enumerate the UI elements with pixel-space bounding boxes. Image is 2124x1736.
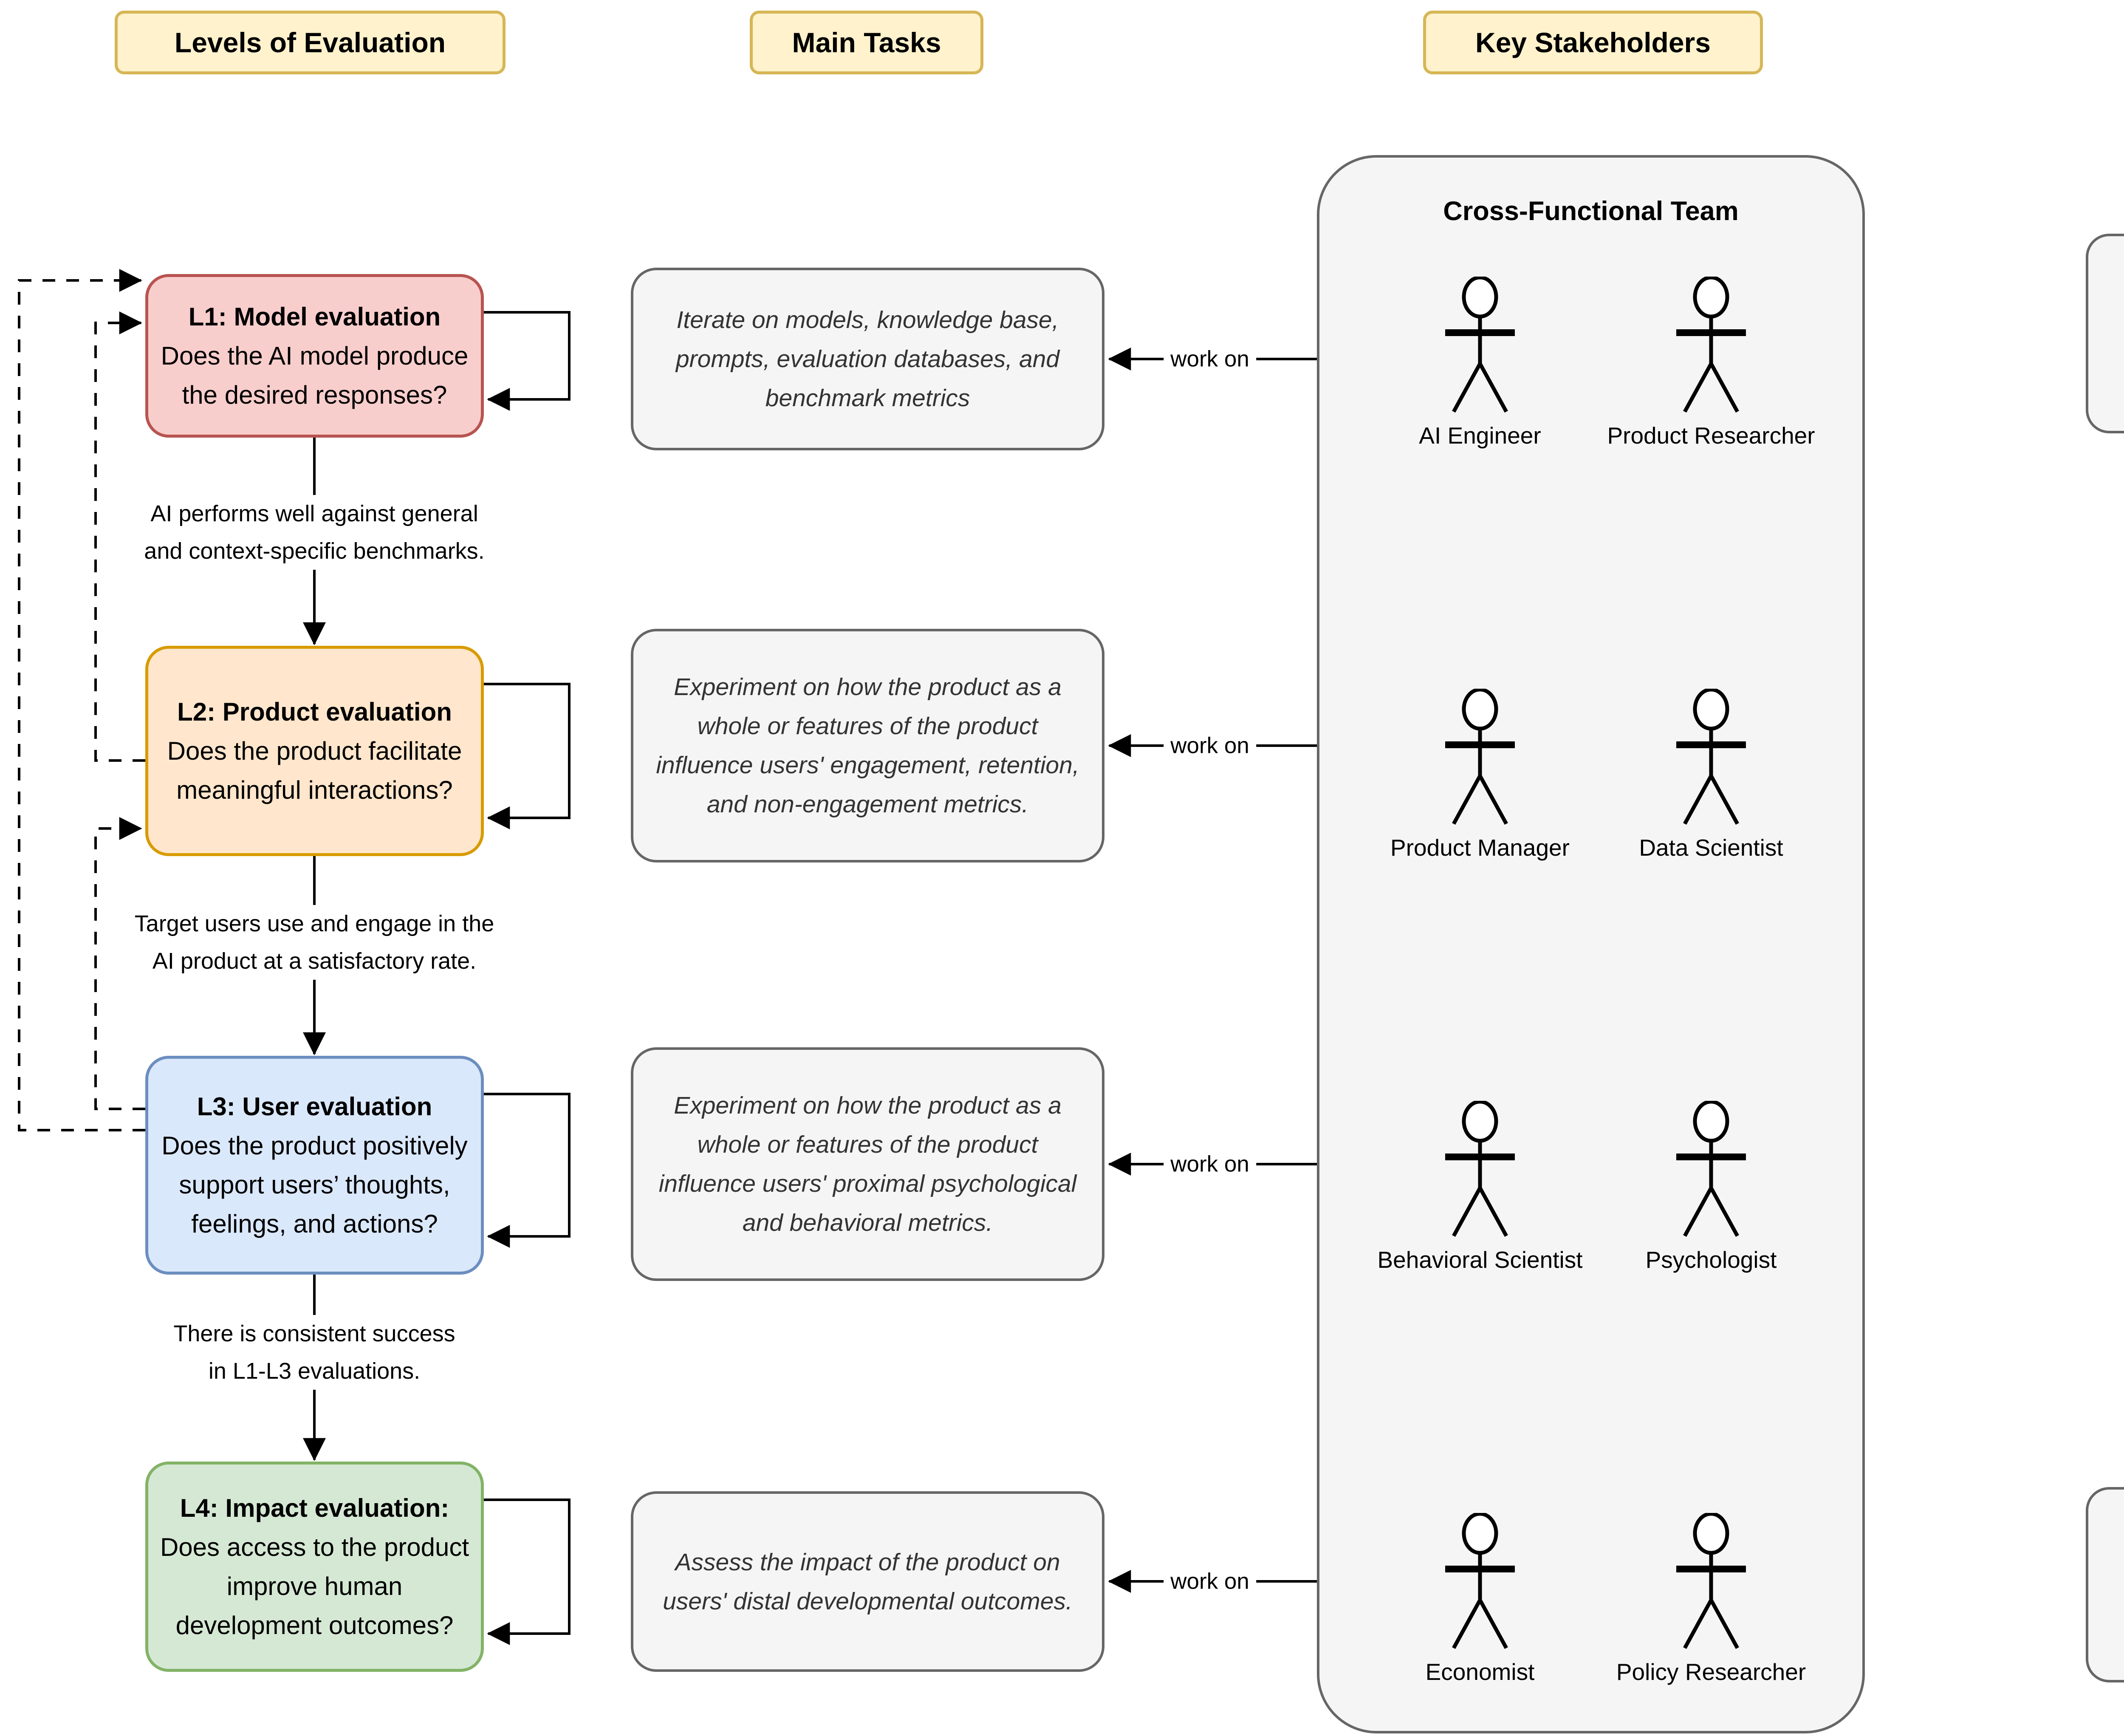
node-line: Does the product facilitate <box>167 736 462 765</box>
task-line: benchmark metrics <box>765 385 970 412</box>
task-line: users' distal developmental outcomes. <box>663 1587 1073 1615</box>
task-line: Experiment on how the product as a <box>674 1092 1062 1119</box>
member-behavioral-scientist: Behavioral Scientist <box>1365 1101 1595 1273</box>
node-title: L2: Product evaluation <box>177 697 452 726</box>
task-line: Experiment on how the product as a <box>674 673 1062 701</box>
node-title: L4: Impact evaluation: <box>180 1493 449 1522</box>
caption-line: and context-specific benchmarks. <box>138 532 491 570</box>
loop-l3 <box>484 1093 571 1248</box>
node-line: the desired responses? <box>182 380 447 409</box>
task-line: whole or features of the product <box>697 712 1038 740</box>
task-line: and behavioral metrics. <box>742 1209 993 1236</box>
node-line: improve human <box>226 1572 403 1600</box>
person-icon <box>1445 1513 1515 1649</box>
node-title: L1: Model evaluation <box>188 302 441 331</box>
key-stakeholders-header: Key Stakeholders <box>1423 11 1763 74</box>
transition-l3-l4-caption: There is consistent success in L1-L3 eva… <box>59 1315 569 1390</box>
member-ai-engineer: AI Engineer <box>1365 277 1595 449</box>
task-line: influence users' engagement, retention, <box>656 752 1079 779</box>
task-line: Assess the impact of the product on <box>675 1548 1060 1576</box>
task-line: whole or features of the product <box>697 1131 1038 1158</box>
node-line: Does access to the product <box>160 1532 469 1561</box>
workon-label-1: work on <box>1164 346 1256 372</box>
implication-lower-cost-box: Lower cost, risk, and time spent <box>2086 234 2124 433</box>
node-line: feelings, and actions? <box>191 1209 438 1238</box>
member-label: Data Scientist <box>1639 834 1783 861</box>
task-impact-assessment: Assess the impact of the product on user… <box>631 1491 1104 1672</box>
person-icon <box>1676 689 1746 825</box>
member-label: Product Researcher <box>1607 422 1815 449</box>
caption-line: Target users use and engage in the <box>128 905 500 942</box>
workon-label-3: work on <box>1164 1151 1256 1177</box>
task-line: Iterate on models, knowledge base, <box>676 306 1059 334</box>
caption-line: There is consistent success <box>167 1315 461 1352</box>
person-icon <box>1676 1101 1746 1237</box>
member-label: AI Engineer <box>1419 422 1541 449</box>
cross-functional-team-container: Cross-Functional Team AI Engineer Produc… <box>1317 155 1865 1733</box>
node-line: meaningful interactions? <box>176 775 453 804</box>
transition-l1-l2-caption: AI performs well against general and con… <box>59 495 569 570</box>
person-icon <box>1445 1101 1515 1237</box>
member-policy-researcher: Policy Researcher <box>1596 1513 1826 1685</box>
task-line: prompts, evaluation databases, and <box>675 345 1060 373</box>
node-line: Does the product positively <box>161 1131 468 1160</box>
node-title: L3: User evaluation <box>197 1092 432 1121</box>
person-icon <box>1676 277 1746 413</box>
workon-label-4: work on <box>1164 1568 1256 1595</box>
member-product-manager: Product Manager <box>1365 689 1595 861</box>
person-icon <box>1445 277 1515 413</box>
node-line: Does the AI model produce <box>161 341 469 370</box>
member-economist: Economist <box>1365 1513 1595 1685</box>
person-icon <box>1445 689 1515 825</box>
transition-l2-l3-caption: Target users use and engage in the AI pr… <box>59 905 569 980</box>
task-line: influence users' proximal psychological <box>658 1170 1077 1197</box>
node-line: development outcomes? <box>175 1611 454 1640</box>
member-label: Psychologist <box>1645 1247 1777 1273</box>
loop-l2 <box>484 683 571 829</box>
member-psychologist: Psychologist <box>1596 1101 1826 1273</box>
task-model-iteration: Iterate on models, knowledge base, promp… <box>631 268 1104 450</box>
feedback-l3-to-l1 <box>18 269 145 1131</box>
l3-user-evaluation-node: L3: User evaluation Does the product pos… <box>145 1056 484 1275</box>
caption-line: AI product at a satisfactory rate. <box>146 942 483 980</box>
loop-l1 <box>484 311 571 411</box>
header-label: Key Stakeholders <box>1475 27 1711 58</box>
task-product-experiment: Experiment on how the product as a whole… <box>631 629 1104 862</box>
loop-l4 <box>484 1499 571 1645</box>
caption-line: AI performs well against general <box>144 495 484 532</box>
workon-label-2: work on <box>1164 732 1256 759</box>
member-product-researcher: Product Researcher <box>1596 277 1826 449</box>
header-label: Levels of Evaluation <box>174 27 446 58</box>
l1-model-evaluation-node: L1: Model evaluation Does the AI model p… <box>145 274 484 438</box>
member-label: Economist <box>1425 1659 1535 1685</box>
caption-line: in L1-L3 evaluations. <box>202 1352 426 1390</box>
main-tasks-header: Main Tasks <box>750 11 983 74</box>
header-label: Main Tasks <box>792 27 941 58</box>
team-title: Cross-Functional Team <box>1443 196 1739 226</box>
node-line: support users’ thoughts, <box>179 1170 450 1199</box>
task-user-experiment: Experiment on how the product as a whole… <box>631 1047 1104 1281</box>
implication-higher-cost-box: Higher cost, risk, and time spent <box>2086 1487 2124 1682</box>
member-data-scientist: Data Scientist <box>1596 689 1826 861</box>
l2-product-evaluation-node: L2: Product evaluation Does the product … <box>145 646 484 856</box>
task-line: and non-engagement metrics. <box>706 791 1029 818</box>
l4-impact-evaluation-node: L4: Impact evaluation: Does access to th… <box>145 1462 484 1672</box>
person-icon <box>1676 1513 1746 1649</box>
member-label: Behavioral Scientist <box>1377 1247 1583 1273</box>
member-label: Policy Researcher <box>1616 1659 1806 1685</box>
member-label: Product Manager <box>1390 834 1570 861</box>
levels-of-evaluation-header: Levels of Evaluation <box>115 11 506 74</box>
